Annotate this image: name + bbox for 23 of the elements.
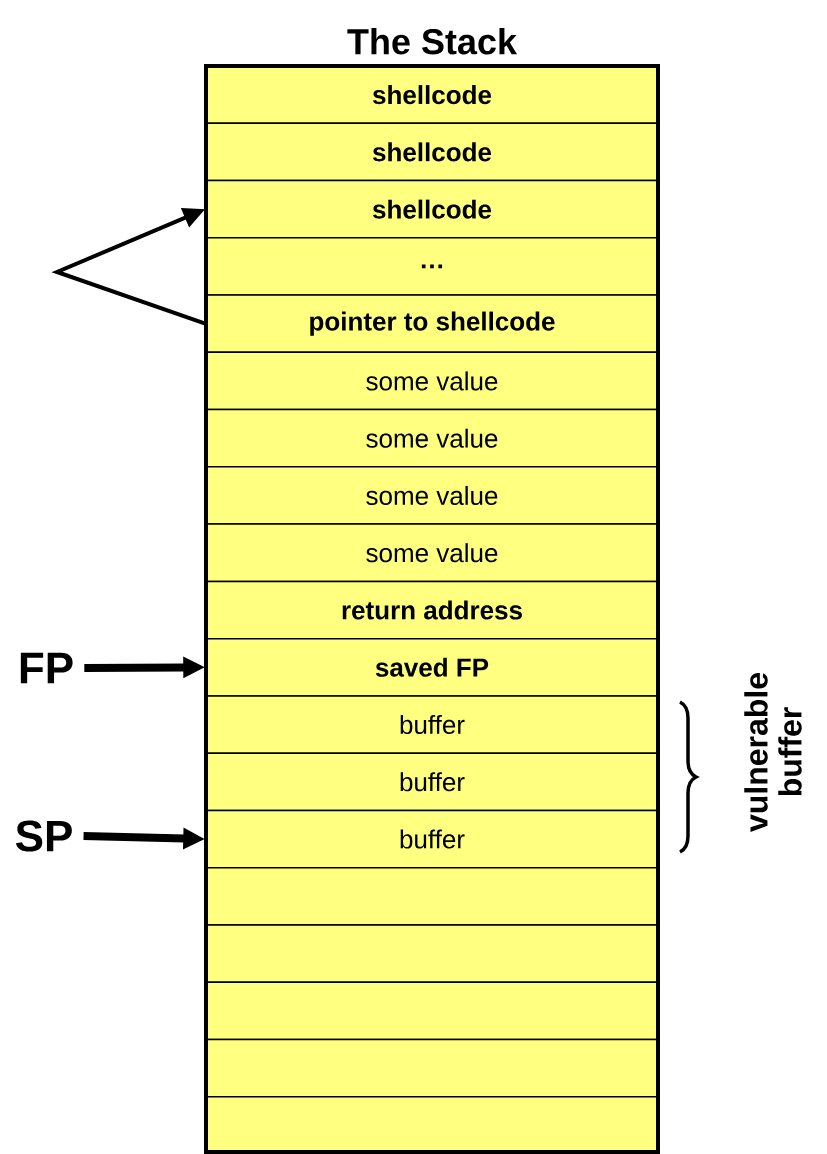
pointer-label: SP <box>15 820 72 852</box>
brace-label: vulnerable buffer <box>744 673 802 832</box>
empty-stack-row <box>205 866 659 926</box>
stack-row: shellcode <box>205 65 659 124</box>
stack-row: some value <box>205 523 659 583</box>
stack-row: return address <box>205 580 659 640</box>
stack-row: some value <box>205 408 659 468</box>
stack-row: … <box>205 237 659 296</box>
pointer-label: FP <box>20 652 73 684</box>
stack-row: shellcode <box>205 179 659 239</box>
stack-row: pointer to shellcode <box>205 294 659 354</box>
stack-row: buffer <box>205 809 659 869</box>
stack-row: buffer <box>205 752 659 812</box>
arrow <box>51 208 206 326</box>
stack-row: buffer <box>205 695 659 754</box>
stack-row: some value <box>205 466 659 525</box>
empty-stack-row <box>205 924 659 983</box>
empty-stack-row <box>205 981 659 1041</box>
stack-row: some value <box>205 351 659 411</box>
empty-stack-row <box>205 1038 659 1098</box>
stack-row: saved FP <box>205 637 659 697</box>
stack-row: shellcode <box>205 122 659 182</box>
node-label: The Stack <box>347 28 518 55</box>
